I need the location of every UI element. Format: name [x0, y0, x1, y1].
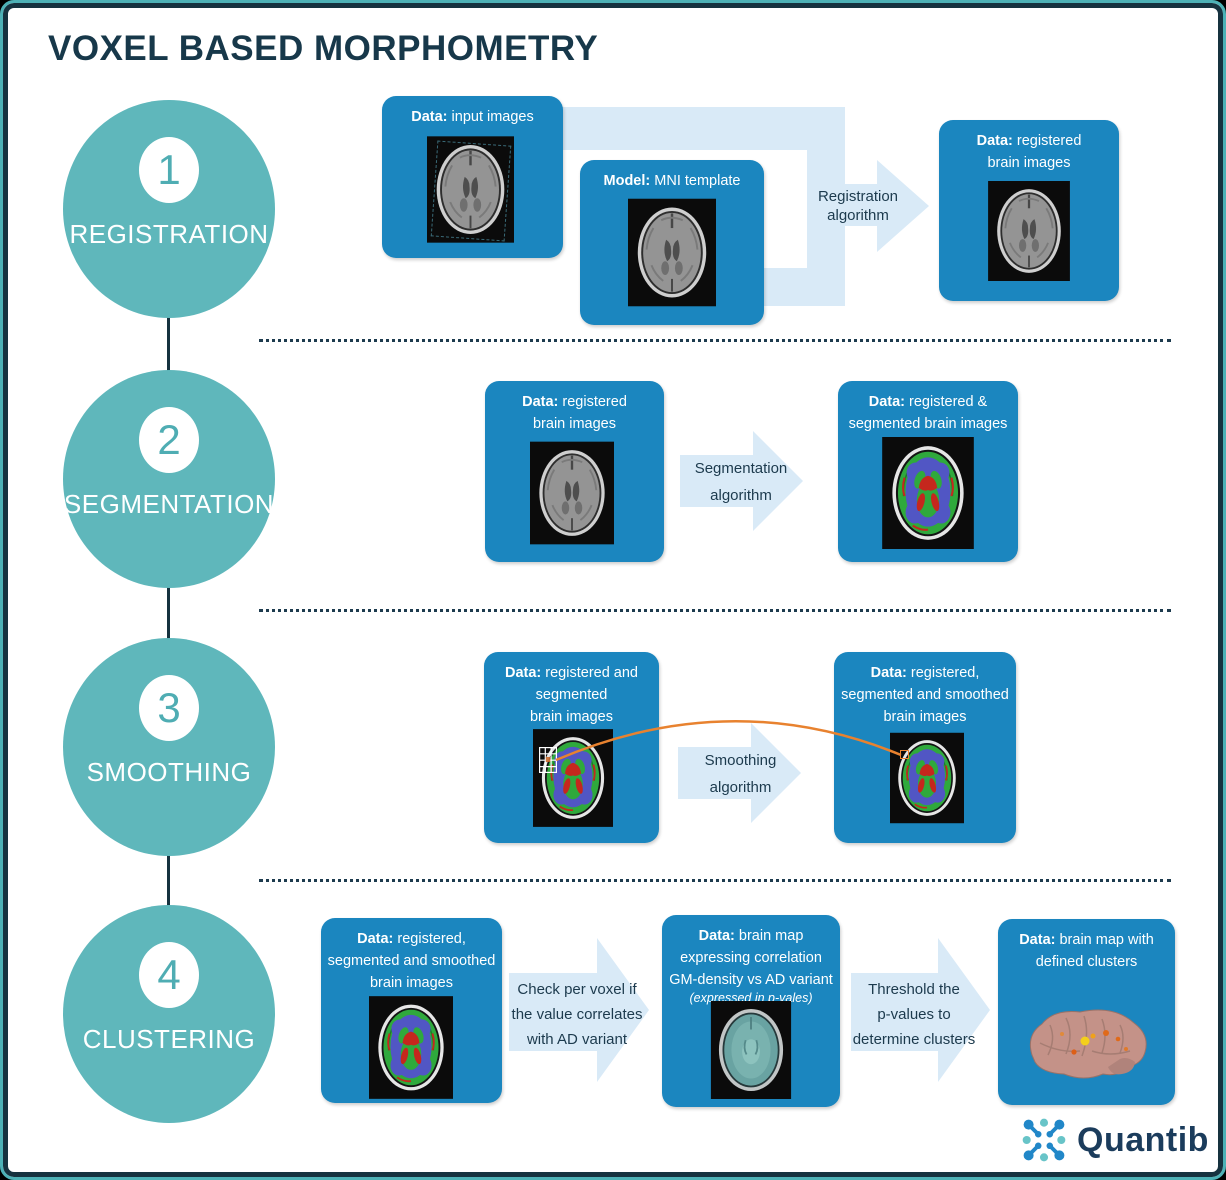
segmented-input-box: Data: registered and segmented brain ima… — [484, 652, 659, 843]
step-circle-clustering: 4 CLUSTERING — [63, 905, 275, 1123]
caption-prefix: Data: — [357, 931, 394, 947]
registration-arrow-head — [877, 160, 929, 252]
clusters-output-box: Data: brain map with defined clusters — [998, 919, 1175, 1105]
caption-text: MNI template — [650, 173, 741, 189]
caption-prefix: Data: — [1019, 932, 1056, 948]
segmented-brain-image — [890, 729, 964, 827]
step-circle-smoothing: 3 SMOOTHING — [63, 638, 275, 856]
voxel-marker-square — [900, 750, 909, 759]
step-number-badge: 3 — [139, 675, 199, 741]
registration-arrow-label: Registration algorithm — [817, 188, 899, 224]
segmented-brain-image — [533, 729, 613, 827]
segmentation-arrow-head — [753, 431, 803, 531]
caption-text: brain map expressing correlation GM-dens… — [669, 928, 833, 988]
caption-prefix: Data: — [976, 133, 1013, 149]
registration-bounding-box — [430, 140, 512, 242]
step-number-badge: 1 — [139, 137, 199, 203]
pvalue-brain-image — [709, 1001, 793, 1099]
segmented-output-box: Data: registered & segmented brain image… — [838, 381, 1018, 562]
flow-band-vertical — [807, 107, 845, 306]
step-number-badge: 2 — [139, 407, 199, 473]
row-separator — [259, 879, 1171, 882]
flow-band-top — [543, 107, 845, 150]
segmentation-arrow-label: Segmentation algorithm — [694, 460, 788, 504]
caption-text: input images — [447, 109, 534, 125]
threshold-arrow-body — [851, 973, 938, 1051]
mri-brain-image — [628, 196, 716, 309]
quantib-logo-icon — [1019, 1115, 1069, 1170]
correlation-arrow-label: Check per voxel if the value correlates … — [511, 981, 643, 1048]
row-separator — [259, 609, 1171, 612]
step-number: 2 — [157, 416, 181, 463]
box-caption: Model: MNI template — [580, 160, 764, 192]
mri-brain-image — [530, 439, 614, 547]
mni-template-box: Model: MNI template — [580, 160, 764, 325]
registered-input-box: Data: registered brain images — [485, 381, 664, 562]
box-caption: Data: brain map with defined clusters — [998, 919, 1175, 973]
threshold-arrow-head — [938, 938, 990, 1082]
quantib-logo-text: Quantib — [1077, 1121, 1209, 1159]
caption-prefix: Data: — [505, 665, 542, 681]
pvalue-map-box: Data: brain map expressing correlation G… — [662, 915, 840, 1107]
step-label-registration: REGISTRATION — [69, 219, 269, 249]
step-number: 1 — [157, 146, 181, 193]
box-caption: Data: registered brain images — [939, 120, 1119, 174]
step-circle-segmentation: 2 SEGMENTATION — [63, 370, 275, 588]
box-caption: Data: registered and segmented brain ima… — [484, 652, 659, 728]
step-number: 4 — [157, 951, 181, 998]
step-label-segmentation: SEGMENTATION — [63, 489, 275, 519]
correlation-arrow-head — [597, 938, 649, 1082]
box-caption: Data: registered, segmented and smoothed… — [834, 652, 1016, 728]
caption-text: registered and segmented brain images — [529, 665, 638, 725]
box-caption: Data: brain map expressing correlation G… — [662, 915, 840, 991]
caption-text: registered brain images — [532, 394, 627, 432]
voxel-grid-icon — [539, 747, 557, 778]
caption-prefix: Data: — [411, 109, 448, 125]
segmented-brain-image — [882, 437, 974, 549]
smoothing-arrow-label: Smoothing algorithm — [704, 752, 777, 796]
caption-prefix: Data: — [522, 394, 559, 410]
caption-text: registered & segmented brain images — [848, 394, 1008, 432]
brain-3d-image — [1022, 1003, 1152, 1088]
step-label-clustering: CLUSTERING — [82, 1024, 256, 1054]
box-caption: Data: registered brain images — [485, 381, 664, 435]
step-label-smoothing: SMOOTHING — [86, 757, 252, 787]
mri-brain-image — [985, 181, 1073, 281]
segmentation-arrow-body — [680, 455, 753, 507]
correlation-arrow-body — [509, 973, 597, 1051]
box-caption: Data: registered, segmented and smoothed… — [321, 918, 502, 994]
caption-text: registered brain images — [987, 133, 1082, 171]
step-number-badge: 4 — [139, 942, 199, 1008]
registration-arrow-body — [845, 184, 877, 226]
caption-prefix: Data: — [868, 394, 906, 410]
threshold-arrow-label: Threshold the p-values to determine clus… — [852, 981, 976, 1048]
smoothed-output-box: Data: registered, segmented and smoothed… — [834, 652, 1016, 843]
caption-prefix: Data: — [698, 928, 735, 944]
step-number: 3 — [157, 684, 181, 731]
row-separator — [259, 339, 1171, 342]
page-title: VOXEL BASED MORPHOMETRY — [48, 29, 599, 68]
caption-prefix: Data: — [870, 665, 907, 681]
step-connector-line — [167, 209, 170, 1015]
caption-prefix: Model: — [603, 173, 651, 189]
box-caption: Data: registered & segmented brain image… — [838, 381, 1018, 435]
registered-images-box: Data: registered brain images — [939, 120, 1119, 301]
caption-text: registered, segmented and smoothed brain… — [841, 665, 1009, 725]
caption-text: brain map with defined clusters — [1035, 932, 1154, 970]
step-circle-registration: 1 REGISTRATION — [63, 100, 275, 318]
box-caption: Data: input images — [382, 96, 563, 128]
smoothed-input-box: Data: registered, segmented and smoothed… — [321, 918, 502, 1103]
input-images-box: Data: input images — [382, 96, 563, 258]
segmented-brain-image — [369, 994, 453, 1101]
caption-text: registered, segmented and smoothed brain… — [327, 931, 496, 991]
